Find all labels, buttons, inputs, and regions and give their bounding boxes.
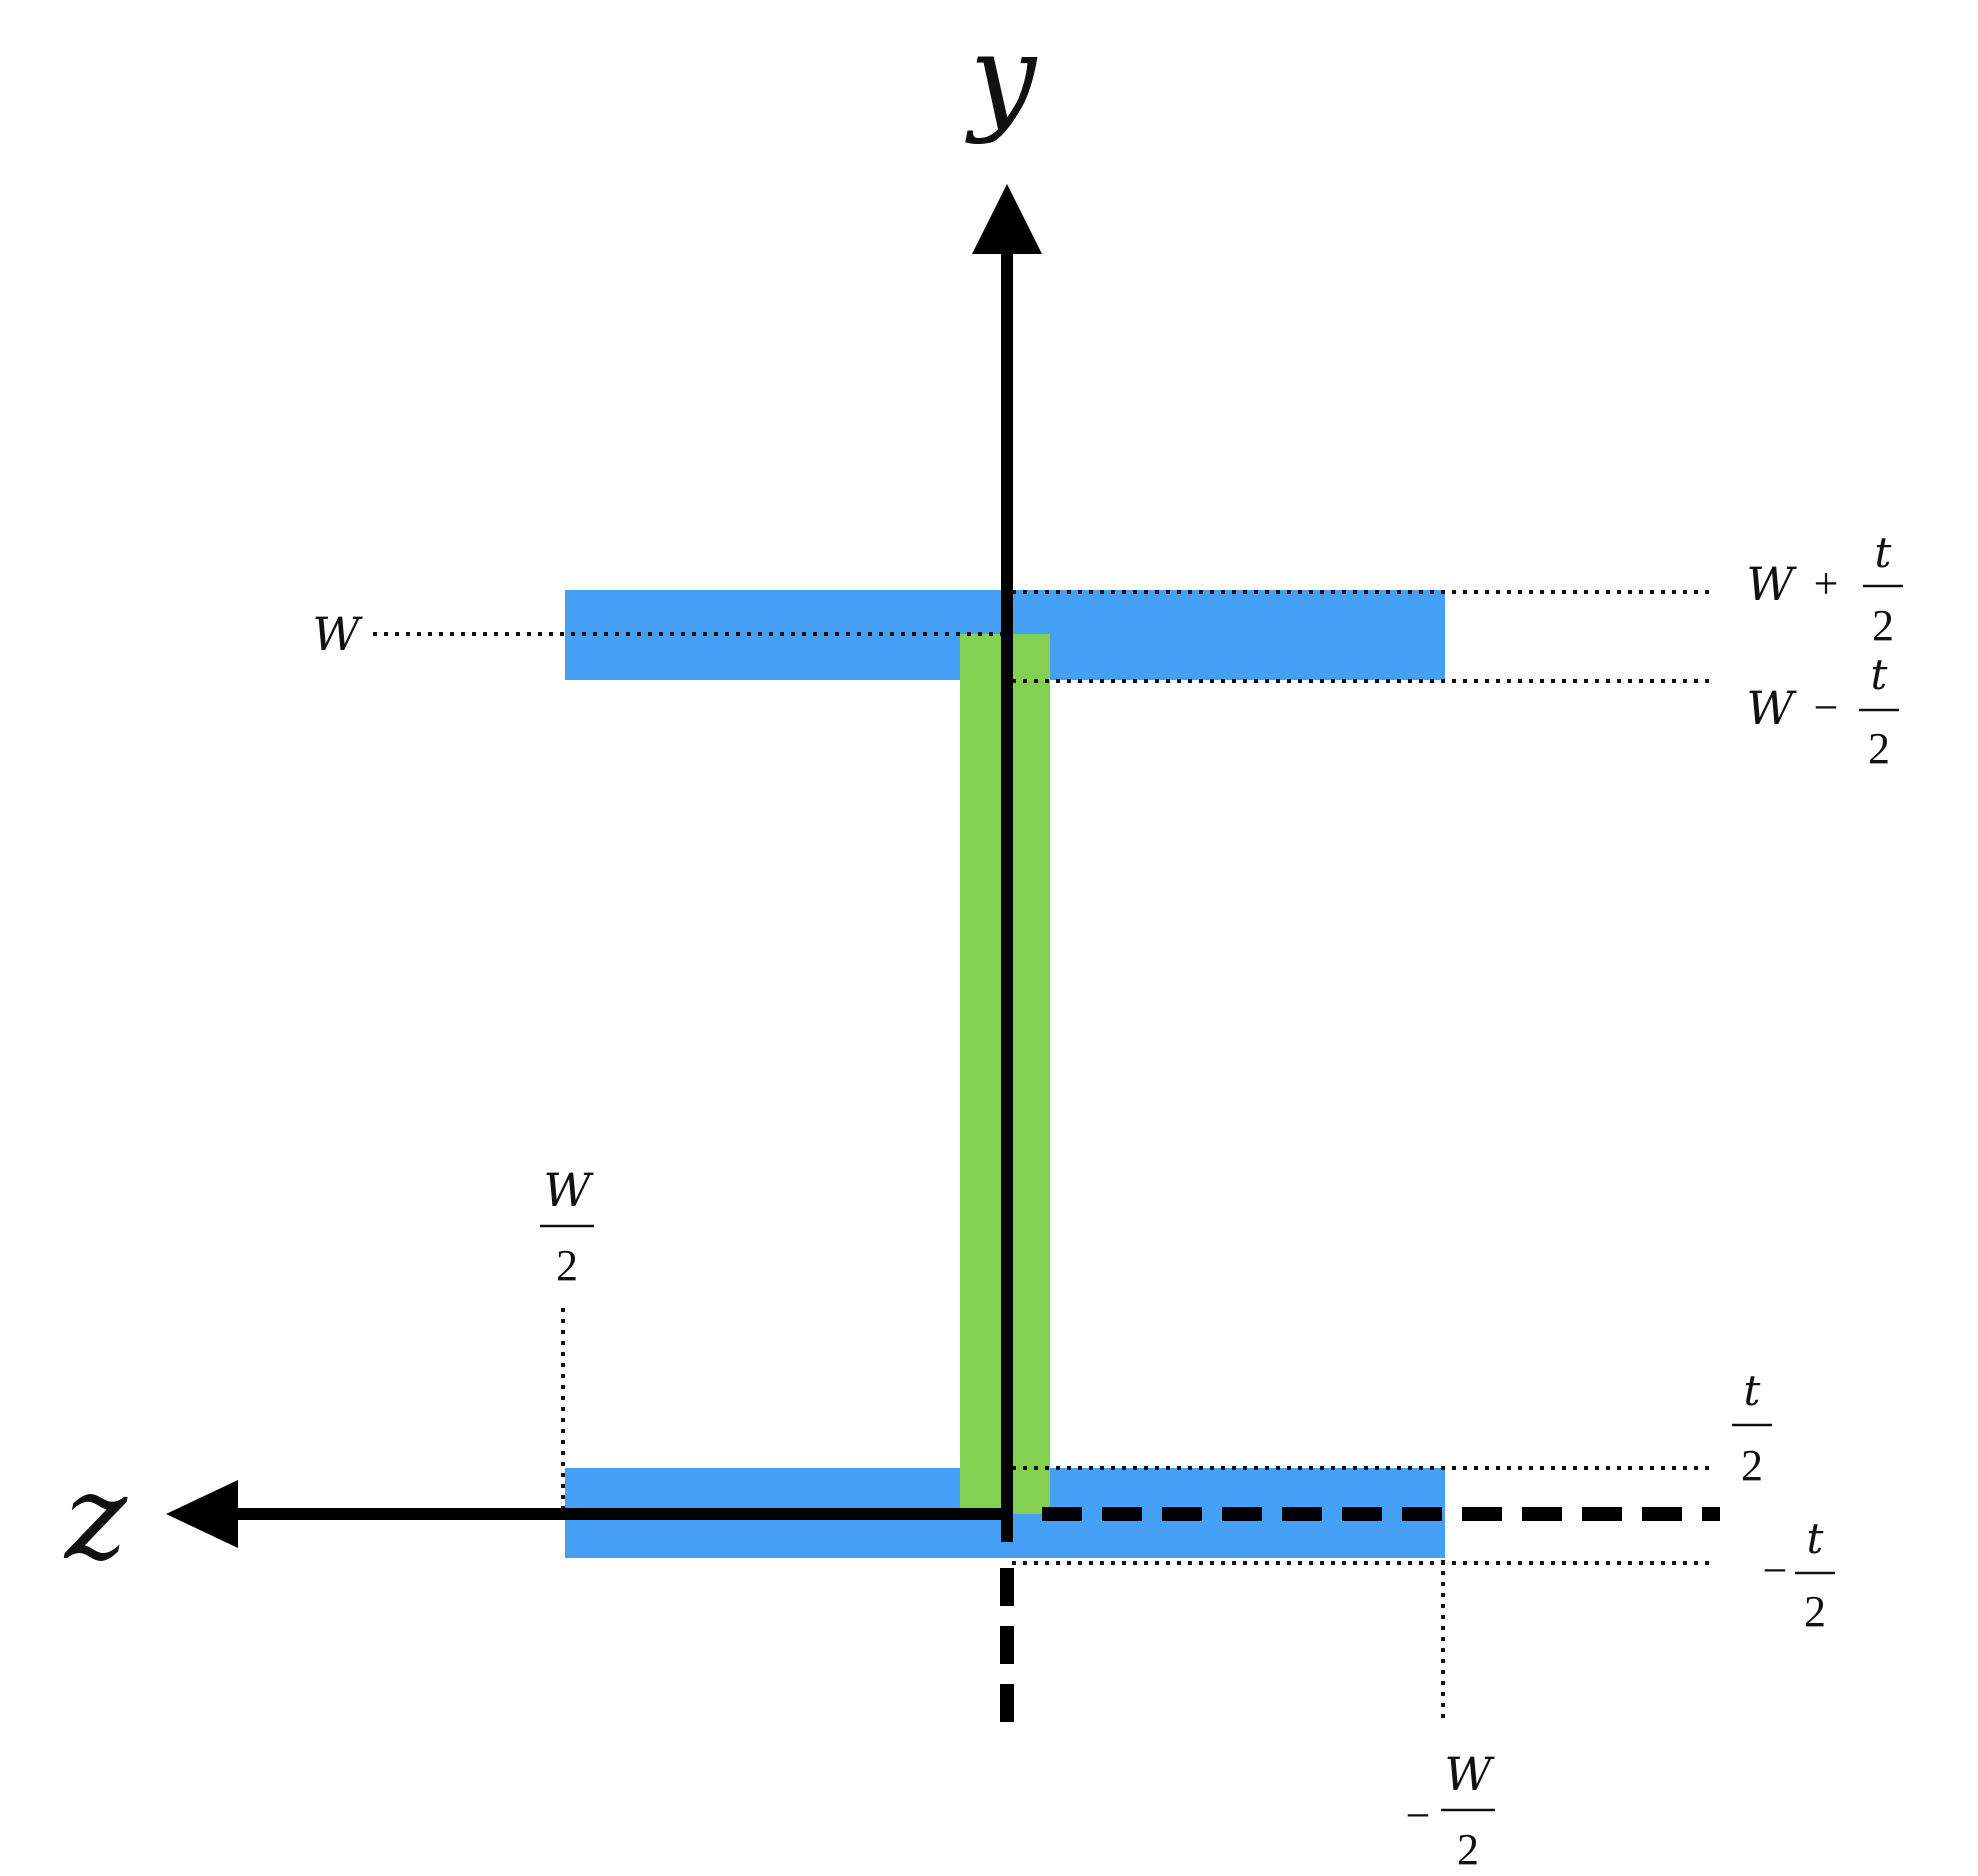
label-neg-t-half-sign: − (1763, 1546, 1788, 1595)
label-neg-w-half-sign: − (1406, 1791, 1431, 1840)
label-w-plus-num: t (1875, 528, 1892, 577)
label-w-half-den: 2 (556, 1241, 578, 1290)
label-w-minus-num: t (1871, 650, 1888, 699)
label-w-plus-half-t: W + t 2 (1746, 528, 1903, 650)
label-neg-w-half-num: W (1444, 1747, 1495, 1801)
label-w-half-num: W (543, 1163, 594, 1217)
label-t-half: t 2 (1732, 1366, 1772, 1490)
label-neg-w-half-den: 2 (1457, 1825, 1479, 1874)
y-axis-label: y (965, 8, 1038, 146)
label-w-minus-den: 2 (1868, 724, 1890, 773)
label-w: W (312, 607, 363, 661)
label-w-minus-half-t: W − t 2 (1746, 650, 1899, 773)
z-axis-label: z (63, 1448, 128, 1586)
z-axis-arrowhead (166, 1480, 238, 1548)
label-w-half: W 2 (540, 1163, 594, 1290)
label-t-half-den: 2 (1741, 1441, 1763, 1490)
label-w-minus-lhs: W (1746, 681, 1797, 735)
label-t-half-num: t (1744, 1366, 1761, 1415)
label-neg-t-half-den: 2 (1804, 1587, 1826, 1636)
label-w-plus-den: 2 (1872, 601, 1894, 650)
label-neg-t-half-num: t (1807, 1514, 1824, 1563)
label-w-minus-op: − (1814, 683, 1839, 732)
label-w-plus-op: + (1814, 559, 1839, 608)
label-neg-w-half: − W 2 (1406, 1747, 1496, 1874)
label-neg-t-half: − t 2 (1763, 1514, 1835, 1636)
y-axis-arrowhead (972, 184, 1042, 254)
label-w-plus-lhs: W (1746, 557, 1797, 611)
